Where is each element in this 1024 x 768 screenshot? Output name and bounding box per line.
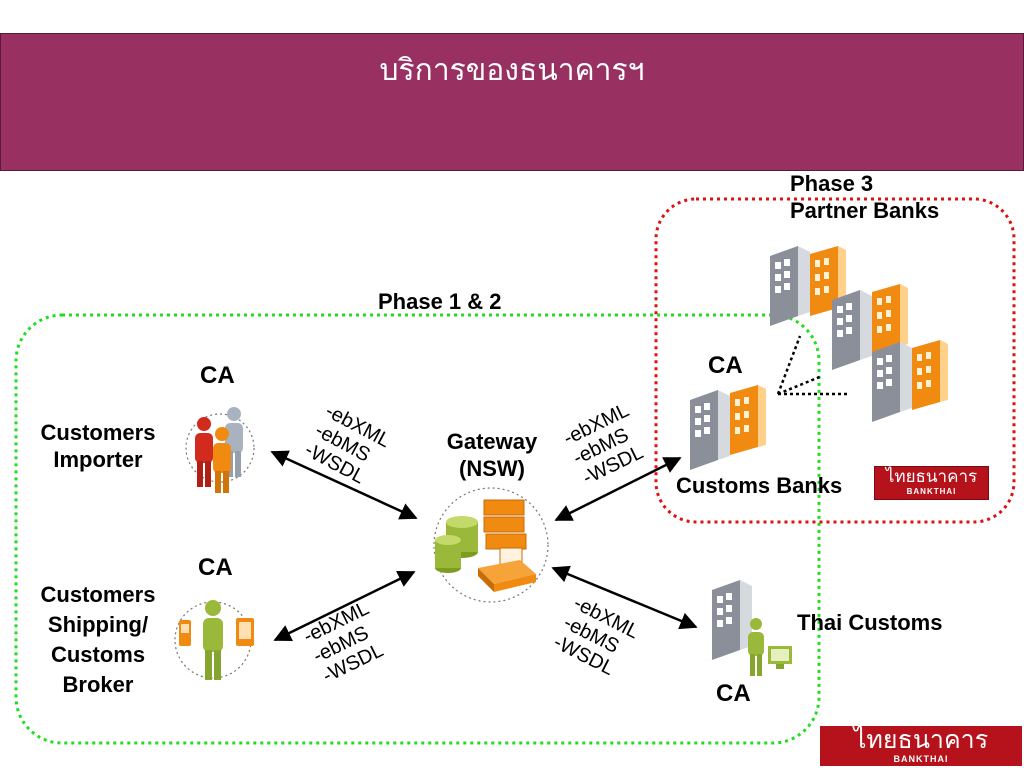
phase-3-label: Phase 3 Partner Banks <box>790 170 939 224</box>
arrow-importer-gateway <box>270 450 418 520</box>
arrow-gateway-customs-banks <box>554 456 682 522</box>
ca-customs-banks: CA <box>708 352 743 379</box>
page-title: บริการของธนาคารฯ <box>379 52 645 88</box>
phase-3-title: Phase 3 <box>790 171 874 196</box>
customers-importer-line-1: Customers <box>40 420 156 445</box>
customers-broker-line-4: Broker <box>62 672 134 697</box>
partner-link-2 <box>777 374 823 396</box>
server-database-icon <box>433 487 549 603</box>
logo-english-text: BANKTHAI <box>893 754 949 764</box>
phase-1-2-boundary <box>14 313 821 745</box>
bankthai-logo-small: ไทยธนาคาร BANKTHAI <box>874 466 989 500</box>
customers-broker-line-1: Customers <box>40 582 156 607</box>
bankthai-logo-footer: ไทยธนาคาร BANKTHAI <box>820 726 1022 766</box>
ca-importer: CA <box>200 362 235 389</box>
logo-english-text: BANKTHAI <box>906 487 957 496</box>
customers-broker-line-2: Shipping/ <box>47 612 149 637</box>
customers-broker-label: Customers Shipping/ Customs Broker <box>28 580 168 700</box>
mobile-person-icon <box>174 600 254 680</box>
gateway-line-1: Gateway <box>446 429 538 454</box>
arrow-gateway-thai-customs <box>551 565 698 630</box>
logo-thai-text: ไทยธนาคาร <box>885 467 978 487</box>
gateway-line-2: (NSW) <box>459 456 525 481</box>
thai-customs-label: Thai Customs <box>797 610 943 635</box>
title-bar: บริการของธนาคารฯ <box>0 33 1024 171</box>
customers-importer-label: Customers Importer <box>28 419 168 473</box>
phase-3-boundary <box>654 197 1016 524</box>
partner-banks-label: Partner Banks <box>790 198 940 223</box>
partner-banks-buildings-icon <box>770 246 948 422</box>
partner-link-1 <box>776 335 802 395</box>
customs-banks-label: Customs Banks <box>676 473 843 498</box>
arrow-broker-gateway <box>273 570 416 642</box>
ca-thai-customs: CA <box>716 680 751 707</box>
ca-broker: CA <box>198 554 233 581</box>
office-buildings-icon <box>690 385 766 470</box>
phase-1-2-label: Phase 1 & 2 <box>378 289 502 314</box>
government-building-person-icon <box>712 580 792 676</box>
customers-importer-line-2: Importer <box>53 447 143 472</box>
people-group-icon <box>185 407 255 493</box>
customers-broker-line-3: Customs <box>50 642 146 667</box>
logo-thai-text: ไทยธนาคาร <box>853 725 989 754</box>
gateway-label: Gateway (NSW) <box>437 428 547 482</box>
